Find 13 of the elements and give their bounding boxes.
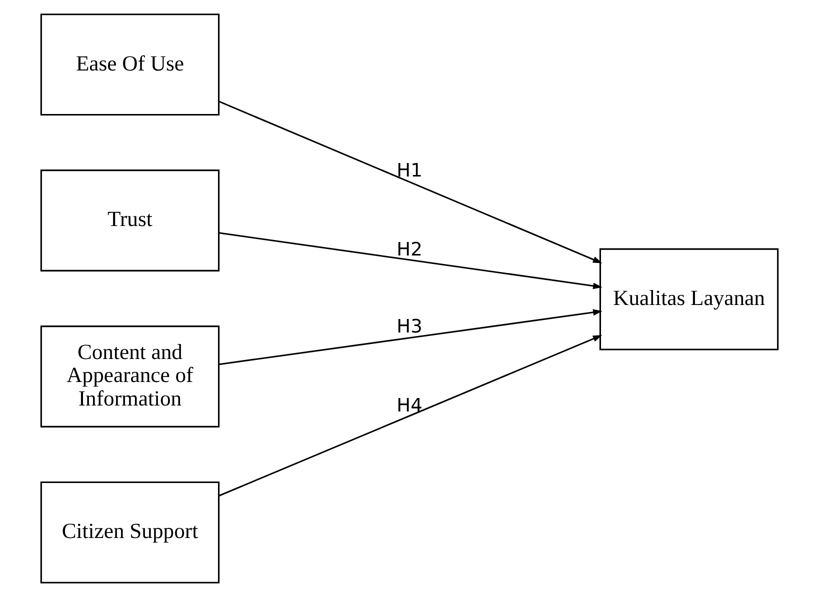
edge-label: H4 bbox=[396, 395, 422, 416]
node-box: Citizen Support bbox=[40, 482, 220, 584]
node-box: Content and Appearance of Information bbox=[40, 326, 220, 428]
edge-label: H1 bbox=[396, 160, 422, 182]
node-box: Kualitas Layanan bbox=[598, 248, 778, 350]
arrow bbox=[218, 309, 602, 366]
arrow bbox=[218, 232, 602, 290]
arrow bbox=[218, 100, 602, 264]
edge-label: H2 bbox=[396, 239, 422, 260]
node-box: Ease Of Use bbox=[40, 14, 220, 116]
edge-label: H3 bbox=[396, 316, 422, 338]
arrow bbox=[218, 335, 602, 496]
node-box: Trust bbox=[40, 170, 220, 272]
